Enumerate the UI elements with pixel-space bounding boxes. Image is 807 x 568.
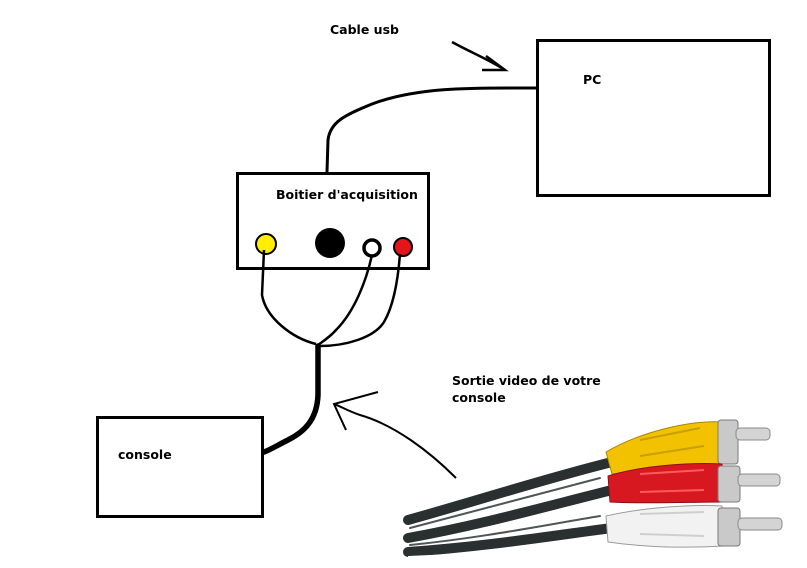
yellow-plug <box>605 419 771 475</box>
jack-white <box>362 238 382 258</box>
jack-black <box>315 228 345 258</box>
console-box <box>96 416 264 518</box>
usb-cable <box>325 86 537 173</box>
rca-cable-photo <box>403 419 783 568</box>
wire-yellow <box>260 249 317 346</box>
cable-usb-label: Cable usb <box>330 22 399 37</box>
acquisition-box <box>236 172 430 270</box>
console-label: console <box>118 447 172 462</box>
console-cable <box>261 343 321 455</box>
video-output-label-line1: Sortie video de votre <box>452 373 601 388</box>
video-out-arrow-icon <box>332 391 457 479</box>
red-plug <box>607 463 781 504</box>
acquisition-box-label: Boitier d'acquisition <box>276 187 418 202</box>
wire-white <box>317 254 374 347</box>
jack-yellow <box>255 233 277 255</box>
pc-label: PC <box>583 72 602 87</box>
usb-arrow-icon <box>451 40 509 72</box>
pc-box <box>536 39 771 197</box>
video-output-label-line2: console <box>452 390 506 405</box>
wire-red <box>319 253 402 348</box>
jack-red <box>393 237 413 257</box>
white-plug <box>605 504 783 548</box>
